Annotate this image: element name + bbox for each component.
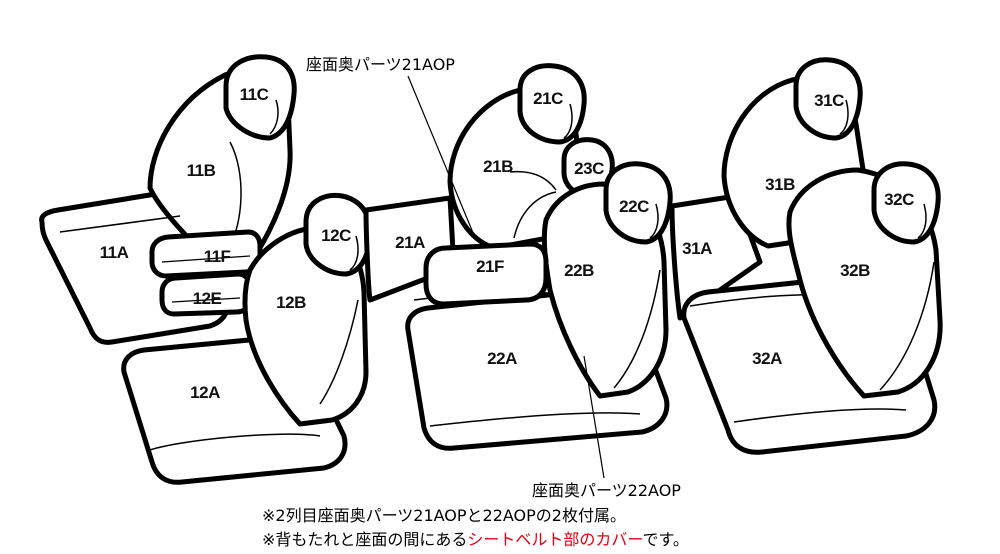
label-11B: 11B [187, 161, 216, 180]
callout-22AOP: 座面奥パーツ22AOP [532, 481, 681, 500]
label-12E: 12E [193, 289, 222, 308]
note-line-2-suffix: です。 [642, 530, 689, 549]
label-22A: 22A [487, 349, 517, 368]
seat-31C-headrest [793, 57, 863, 141]
note-line-2: ※背もたれと座面の間にあるシートベルト部のカバーです。 [262, 526, 689, 550]
label-31B: 31B [765, 175, 795, 194]
seat-21F-armrest [423, 241, 549, 307]
label-21F: 21F [476, 257, 504, 276]
label-23C: 23C [574, 159, 604, 178]
label-11F: 11F [204, 247, 231, 266]
label-12C: 12C [321, 226, 351, 245]
callout-21AOP: 座面奥パーツ21AOP [306, 55, 455, 74]
leader-line-22AOP [583, 355, 605, 479]
label-12B: 12B [276, 293, 306, 312]
note-line-1-text: ※2列目座面奥パーツ21AOPと22AOPの2枚付属。 [262, 506, 626, 525]
label-31A: 31A [682, 239, 712, 258]
note-line-2-prefix: ※背もたれと座面の間にある [262, 530, 468, 549]
note-line-1: ※2列目座面奥パーツ21AOPと22AOPの2枚付属。 [262, 502, 626, 526]
label-12A: 12A [190, 383, 220, 402]
note-line-2-highlight: シートベルト部のカバー [467, 530, 643, 549]
label-11A: 11A [100, 243, 129, 262]
seat-22C-headrest [603, 161, 673, 245]
label-21C: 21C [533, 89, 563, 108]
label-21B: 21B [483, 157, 513, 176]
label-31C: 31C [814, 91, 844, 110]
label-22B: 22B [564, 261, 594, 280]
leader-line-21AOP [407, 75, 477, 241]
label-22C: 22C [619, 197, 649, 216]
label-11C: 11C [240, 85, 269, 104]
seat-21C-headrest [517, 63, 587, 145]
label-21A: 21A [395, 233, 425, 252]
label-32A: 32A [752, 349, 782, 368]
seat-32C-headrest [871, 161, 941, 245]
label-32C: 32C [884, 190, 914, 209]
label-32B: 32B [840, 261, 870, 280]
